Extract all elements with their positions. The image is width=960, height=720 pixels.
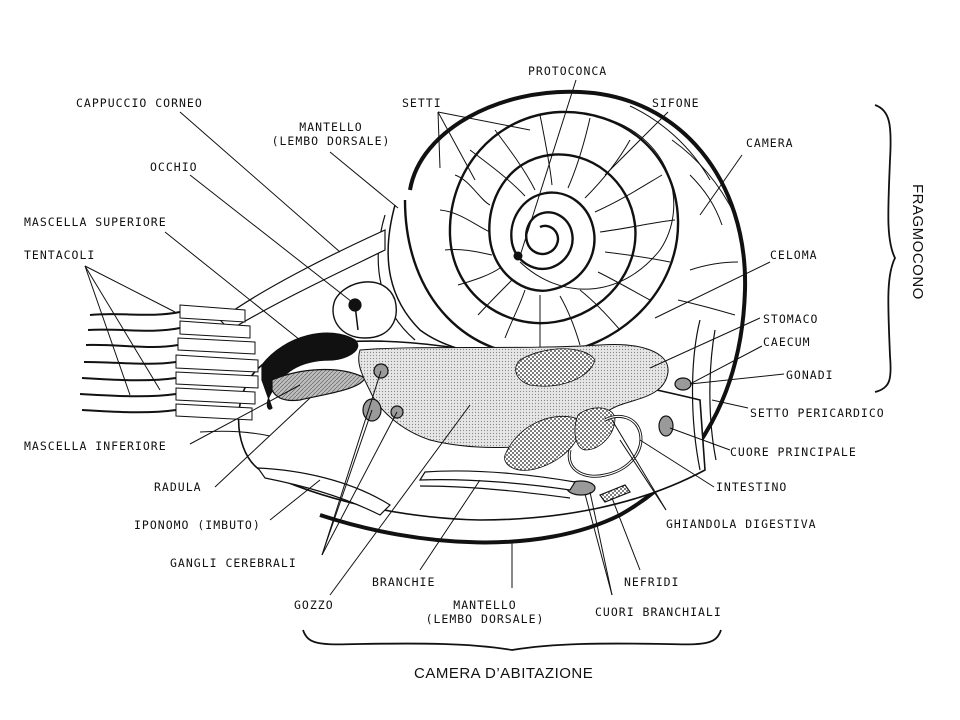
label-cappuccio-corneo: CAPPUCCIO CORNEO	[76, 96, 203, 110]
leader-iponomo	[269, 479, 321, 521]
heart	[658, 415, 674, 437]
leader-stomaco	[649, 317, 761, 369]
leader-gozzo	[329, 404, 471, 596]
label-celoma: CELOMA	[770, 248, 818, 262]
leader-occhio	[189, 174, 353, 303]
label-mascella-inferiore: MASCELLA INFERIORE	[24, 439, 167, 453]
upper-beak	[261, 332, 359, 410]
region-label-fragmocono: FRAGMOCONO	[909, 184, 926, 300]
leader-tentacoli-2	[84, 265, 176, 313]
leader-gangli-3	[321, 411, 398, 556]
leader-tentacoli-1	[84, 265, 131, 396]
label-sifone: SIFONE	[652, 96, 700, 110]
label-caecum: CAECUM	[763, 335, 811, 349]
label-stomaco: STOMACO	[763, 312, 819, 326]
digestive-gland-1	[515, 348, 596, 387]
leader-celoma	[654, 261, 771, 319]
leader-ghiandola-1	[619, 439, 667, 511]
leader-branchie	[419, 479, 481, 571]
leader-ghiandola-2	[611, 419, 667, 511]
label-occhio: OCCHIO	[150, 160, 198, 174]
label-setti: SETTI	[402, 96, 442, 110]
leader-gangli-2	[321, 409, 373, 556]
label-ghiandola-digestiva: GHIANDOLA DIGESTIVA	[666, 517, 817, 531]
label-iponomo: IPONOMO (IMBUTO)	[134, 518, 261, 532]
leader-caecum	[689, 345, 763, 385]
leader-radula	[214, 397, 311, 488]
label-cuori-branchiali: CUORI BRANCHIALI	[595, 605, 722, 619]
label-mantello-bottom-line1: MANTELLO	[453, 598, 517, 612]
eye-outline	[332, 281, 397, 339]
leader-cuori-1	[584, 493, 613, 596]
label-gonadi: GONADI	[786, 368, 834, 382]
leader-intestino	[639, 439, 715, 488]
body	[219, 204, 717, 521]
label-mantello-top-line1: MANTELLO	[299, 120, 363, 134]
septa	[439, 105, 739, 350]
label-mantello-top: MANTELLO (LEMBO DORSALE)	[256, 120, 406, 148]
label-setto-pericardico: SETTO PERICARDICO	[750, 406, 885, 420]
leader-setti-3	[437, 111, 476, 181]
leader-setto	[711, 399, 749, 409]
label-tentacoli: TENTACOLI	[24, 248, 96, 262]
leader-cuori-2	[589, 491, 613, 596]
leader-nefridi	[611, 497, 641, 571]
label-protoconca: PROTOCONCA	[528, 64, 608, 78]
pericardial-septum	[691, 319, 701, 471]
digestive-gland-2	[504, 415, 582, 471]
leader-camera	[699, 154, 743, 216]
leader-sifone	[604, 111, 669, 176]
label-gozzo: GOZZO	[294, 598, 334, 612]
funnel	[256, 467, 391, 516]
leader-mantello-top	[329, 151, 399, 209]
leader-protoconca	[519, 79, 577, 257]
protoconch-center	[513, 251, 523, 261]
leader-lines	[84, 79, 785, 596]
label-mantello-bottom: MANTELLO (LEMBO DORSALE)	[410, 598, 560, 626]
gonads	[674, 377, 692, 391]
lower-beak	[271, 369, 366, 402]
leader-tentacoli-3	[84, 265, 161, 391]
label-mascella-superiore: MASCELLA SUPERIORE	[24, 215, 167, 229]
label-gangli-cerebrali: GANGLI CEREBRALI	[170, 556, 297, 570]
leader-cappuccio	[179, 111, 341, 253]
siphuncle	[519, 119, 675, 290]
label-radula: RADULA	[154, 480, 202, 494]
leader-setti-2	[437, 111, 441, 169]
label-intestino: INTESTINO	[716, 480, 788, 494]
leader-gonadi	[689, 373, 785, 385]
tentacles	[79, 304, 271, 437]
label-nefridi: NEFRIDI	[624, 575, 680, 589]
nephridia	[599, 484, 631, 503]
shell-inner-whorl	[403, 110, 680, 357]
brace-camera-abitazione	[302, 629, 722, 651]
label-branchie: BRANCHIE	[372, 575, 436, 589]
brace-fragmocono	[874, 104, 897, 393]
region-braces	[302, 104, 897, 651]
leader-gangli-1	[321, 370, 382, 556]
leader-setti-1	[437, 111, 531, 131]
leader-mascella-inf	[189, 384, 301, 445]
leader-mascella-sup	[164, 231, 301, 341]
label-mantello-top-line2: (LEMBO DORSALE)	[271, 134, 391, 148]
label-cuore-principale: CUORE PRINCIPALE	[730, 445, 857, 459]
shell-outer-wall	[319, 89, 748, 545]
region-label-camera-abitazione: CAMERA D’ABITAZIONE	[414, 665, 594, 682]
label-mantello-bottom-line2: (LEMBO DORSALE)	[425, 612, 545, 626]
leader-cuore	[669, 427, 731, 451]
label-camera: CAMERA	[746, 136, 794, 150]
gills	[418, 470, 576, 491]
shell	[319, 89, 748, 545]
